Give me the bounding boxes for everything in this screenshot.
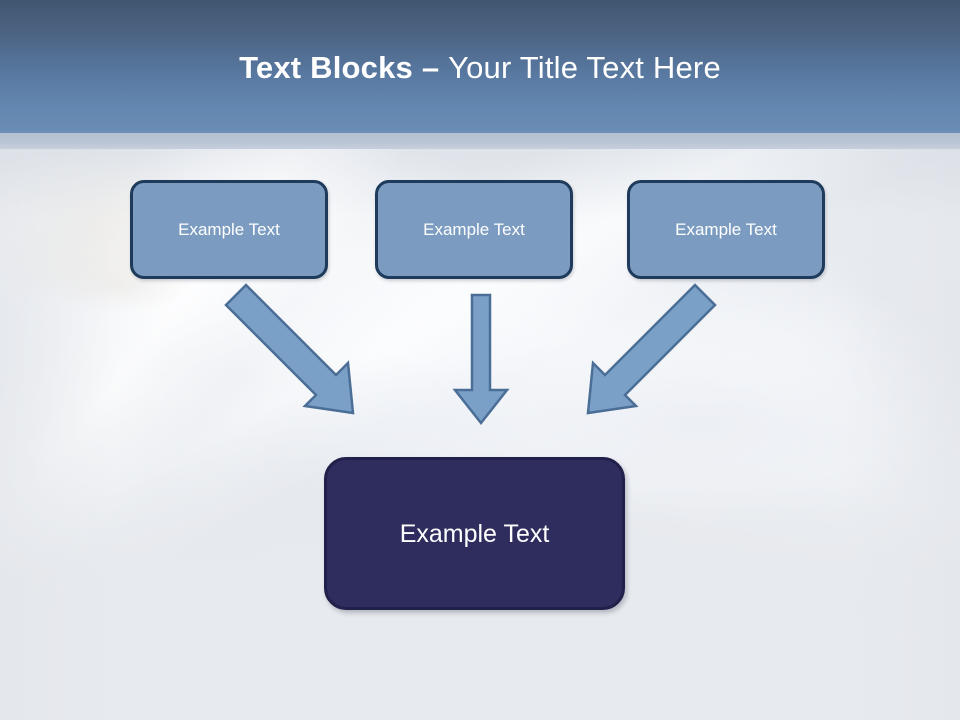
text-block-top-1-label: Example Text bbox=[178, 219, 280, 239]
text-block-top-3-label: Example Text bbox=[675, 219, 777, 239]
text-block-bottom[interactable]: Example Text bbox=[324, 457, 625, 610]
header-band bbox=[0, 0, 960, 133]
arrow-diagonal-down-right-icon bbox=[224, 283, 355, 415]
text-block-top-1[interactable]: Example Text bbox=[130, 180, 328, 279]
page-title: Text Blocks – Your Title Text Here bbox=[0, 48, 960, 88]
arrow-down-icon bbox=[452, 293, 510, 426]
text-block-bottom-label: Example Text bbox=[399, 519, 550, 548]
page-title-separator: – bbox=[421, 50, 449, 85]
header-underline-band bbox=[0, 133, 960, 149]
text-block-top-2[interactable]: Example Text bbox=[375, 180, 573, 279]
text-block-top-2-label: Example Text bbox=[423, 219, 525, 239]
arrow-diagonal-down-left-icon bbox=[586, 283, 717, 415]
page-title-strong: Text Blocks bbox=[239, 50, 422, 85]
page-title-rest: Your Title Text Here bbox=[448, 50, 721, 85]
text-block-top-3[interactable]: Example Text bbox=[627, 180, 825, 279]
